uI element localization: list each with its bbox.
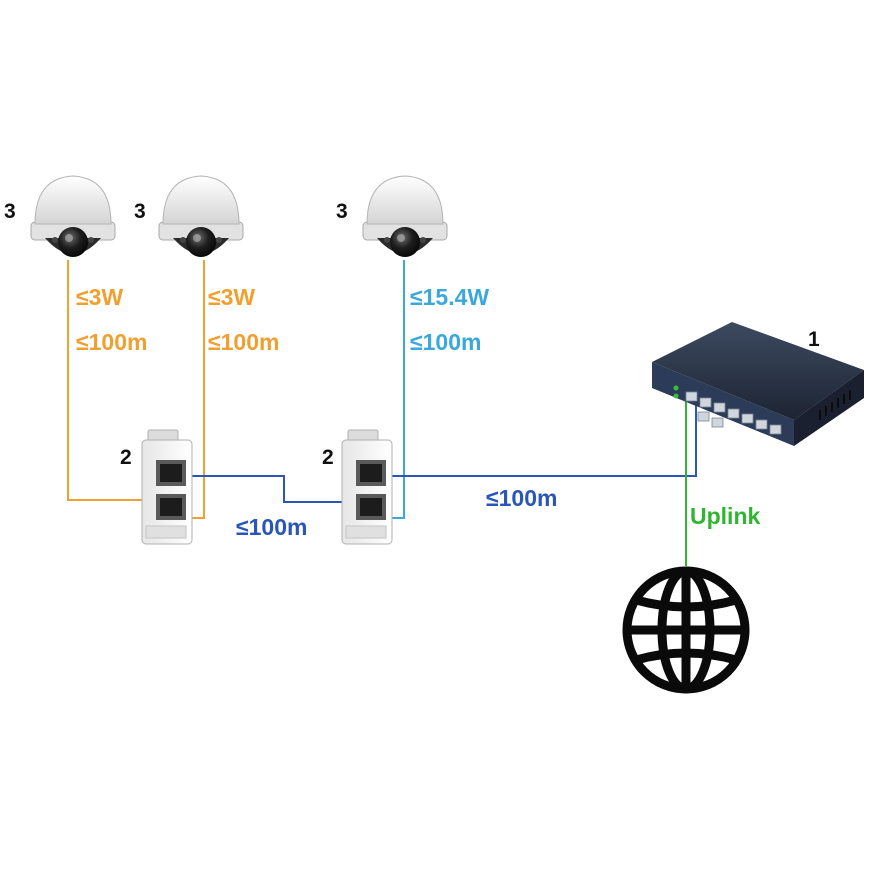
camera-2-number: 3 <box>134 200 146 223</box>
globe-icon <box>622 566 750 694</box>
uplink-label: Uplink <box>690 503 760 529</box>
camera-1-number: 3 <box>4 200 16 223</box>
link-extender-to-switch-distance: ≤100m <box>486 485 557 511</box>
camera-1-distance: ≤100m <box>76 329 147 355</box>
dome-camera-icon <box>158 175 244 258</box>
dome-camera-icon <box>362 175 448 258</box>
camera-1 <box>30 175 116 258</box>
extender-1 <box>141 429 193 545</box>
camera-3-power: ≤15.4W <box>410 284 489 310</box>
poe-switch <box>652 322 864 446</box>
dome-camera-icon <box>30 175 116 258</box>
camera-3 <box>362 175 448 258</box>
extender-2-number: 2 <box>322 446 334 469</box>
cable-extender1-to-extender2 <box>182 475 382 503</box>
camera-2-power: ≤3W <box>208 284 255 310</box>
extender-1-number: 2 <box>120 446 132 469</box>
camera-3-number: 3 <box>336 200 348 223</box>
link-extender-to-extender-distance: ≤100m <box>236 514 307 540</box>
poe-switch-icon <box>652 322 864 446</box>
cable-extender2-to-switch <box>382 392 697 477</box>
camera-2 <box>158 175 244 258</box>
poe-extender-icon <box>341 429 393 545</box>
camera-3-distance: ≤100m <box>410 329 481 355</box>
camera-1-power: ≤3W <box>76 284 123 310</box>
extender-2 <box>341 429 393 545</box>
camera-2-distance: ≤100m <box>208 329 279 355</box>
poe-extender-icon <box>141 429 193 545</box>
switch-number: 1 <box>808 328 820 351</box>
